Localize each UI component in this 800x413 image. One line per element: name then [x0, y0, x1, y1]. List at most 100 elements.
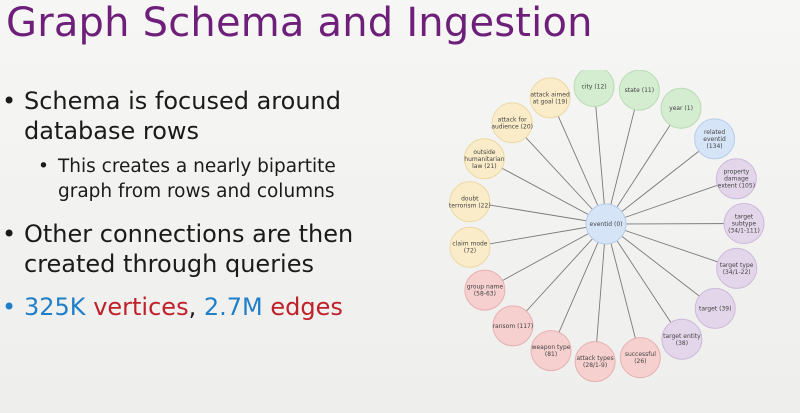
- graph-node-label: (81): [545, 351, 557, 358]
- graph-node-label: at goal (19): [533, 98, 568, 105]
- graph-edge: [594, 223, 607, 362]
- graph-node-circle: [716, 247, 758, 289]
- graph-node-circle: [530, 330, 572, 372]
- graph-node-label: target entity: [663, 333, 701, 340]
- graph-node-label: attack types: [576, 355, 613, 362]
- graph-edge: [593, 86, 607, 225]
- slide-title: Graph Schema and Ingestion: [6, 0, 593, 46]
- graph-node: city (12): [573, 70, 615, 108]
- graph-node-circle: [574, 341, 616, 383]
- graph-node-label: attack for: [498, 116, 528, 123]
- bullet-item-2: •Other connections are then: [2, 219, 353, 249]
- graph-edge: [605, 138, 715, 225]
- graph-node: target entity(38): [661, 318, 703, 360]
- graph-node: weapon type(81): [530, 330, 572, 372]
- graph-node-circle: [660, 87, 702, 129]
- graph-node-circle: [661, 318, 703, 360]
- sub-bullet-text: This creates a nearly bipartite: [58, 156, 336, 177]
- graph-node-label: target (39): [699, 305, 731, 312]
- graph-edges: [469, 86, 745, 362]
- graph-node-circle: [464, 269, 506, 311]
- graph-node-circle: [491, 102, 533, 144]
- graph-node: successful(26): [619, 337, 661, 379]
- graph-node-label: (34/1-111): [728, 227, 760, 234]
- graph-edge: [605, 223, 716, 309]
- bullet-item-1-cont: database rows: [24, 117, 200, 145]
- graph-node-label: doubt: [461, 195, 479, 202]
- graph-node-label: extent (105): [718, 183, 755, 190]
- graph-edge: [484, 223, 607, 291]
- graph-node: attack types(28/1-9): [574, 341, 616, 383]
- edges-word: edges: [270, 293, 343, 321]
- bullet-item-1: •Schema is focused around: [2, 86, 341, 116]
- graph-node-label: state (11): [625, 87, 654, 94]
- graph-edge: [605, 107, 682, 225]
- schema-graph-diagram: state (11) year (1)relatedeventid(134)pro…: [449, 70, 765, 383]
- graph-node: year (1): [660, 87, 702, 129]
- graph-edge: [605, 89, 640, 225]
- graph-edge: [605, 178, 737, 225]
- graph-node-circle: [492, 305, 534, 347]
- graph-edge: [484, 158, 607, 225]
- graph-node-label: year (1): [669, 105, 693, 112]
- bullet-text: Other connections are then: [24, 220, 354, 248]
- graph-node-label: target type: [720, 262, 754, 269]
- graph-node-label: law (21): [472, 163, 496, 170]
- graph-edge: [469, 223, 607, 248]
- graph-node-label: audience (20): [491, 123, 533, 130]
- graph-node-circle: [723, 202, 765, 244]
- sub-bullet-dot-icon: •: [38, 156, 49, 177]
- sub-bullet-item: • This creates a nearly bipartite: [38, 154, 336, 179]
- graph-edge: [605, 223, 683, 340]
- vertices-word: vertices: [93, 293, 189, 321]
- graph-node-label: group name: [467, 284, 504, 291]
- graph-node-circle: [694, 118, 736, 160]
- graph-node: claim mode(72): [449, 226, 491, 268]
- graph-node: group name(58-63): [464, 269, 506, 311]
- graph-node-circle: [449, 226, 491, 268]
- bullet-item-2-cont: created through queries: [24, 250, 314, 278]
- graph-node-label: (72): [464, 248, 476, 255]
- graph-center-label: eventid (0): [590, 221, 623, 228]
- graph-node-label: city (12): [582, 84, 607, 91]
- graph-edge: [549, 97, 607, 225]
- graph-node: target (39): [694, 287, 736, 329]
- graph-edge: [511, 122, 607, 225]
- graph-node-label: successful: [625, 351, 656, 358]
- graph-node-label: humanitarian: [464, 156, 504, 163]
- stats-comma: ,: [188, 293, 197, 321]
- graph-node-label: related: [704, 129, 725, 136]
- graph-edge: [605, 223, 737, 269]
- graph-node-label: (34/1-22): [723, 269, 751, 276]
- sub-bullet-item-cont: graph from rows and columns: [58, 181, 335, 202]
- graph-node: ransom (117): [492, 305, 534, 347]
- graph-node-label: terrorism (22): [449, 202, 491, 209]
- graph-node-label: outside: [473, 149, 495, 156]
- graph-node-label: (38): [676, 340, 688, 347]
- graph-node: state (11): [618, 70, 660, 111]
- graph-node-label: ransom (117): [493, 323, 534, 330]
- graph-center-node: eventid (0): [585, 203, 627, 245]
- bullet-dot-icon: •: [2, 220, 17, 248]
- graph-center-circle: [585, 203, 627, 245]
- edges-count: 2.7M: [203, 293, 263, 321]
- graph-node-label: (26): [634, 358, 646, 365]
- graph-nodes: state (11) year (1)relatedeventid(134)pro…: [449, 70, 765, 383]
- graph-edge: [469, 201, 607, 225]
- graph-node-circle: [618, 70, 660, 111]
- bullet-item-stats: •325K vertices, 2.7M edges: [2, 292, 343, 322]
- graph-node-circle: [449, 181, 491, 223]
- vertices-count: 325K: [24, 293, 86, 321]
- graph-node-label: (58-63): [474, 291, 496, 298]
- graph-edge: [512, 223, 607, 327]
- graph-node-label: eventid: [703, 136, 726, 143]
- bullet-dot-icon: •: [2, 293, 17, 321]
- graph-node-label: damage: [724, 176, 749, 183]
